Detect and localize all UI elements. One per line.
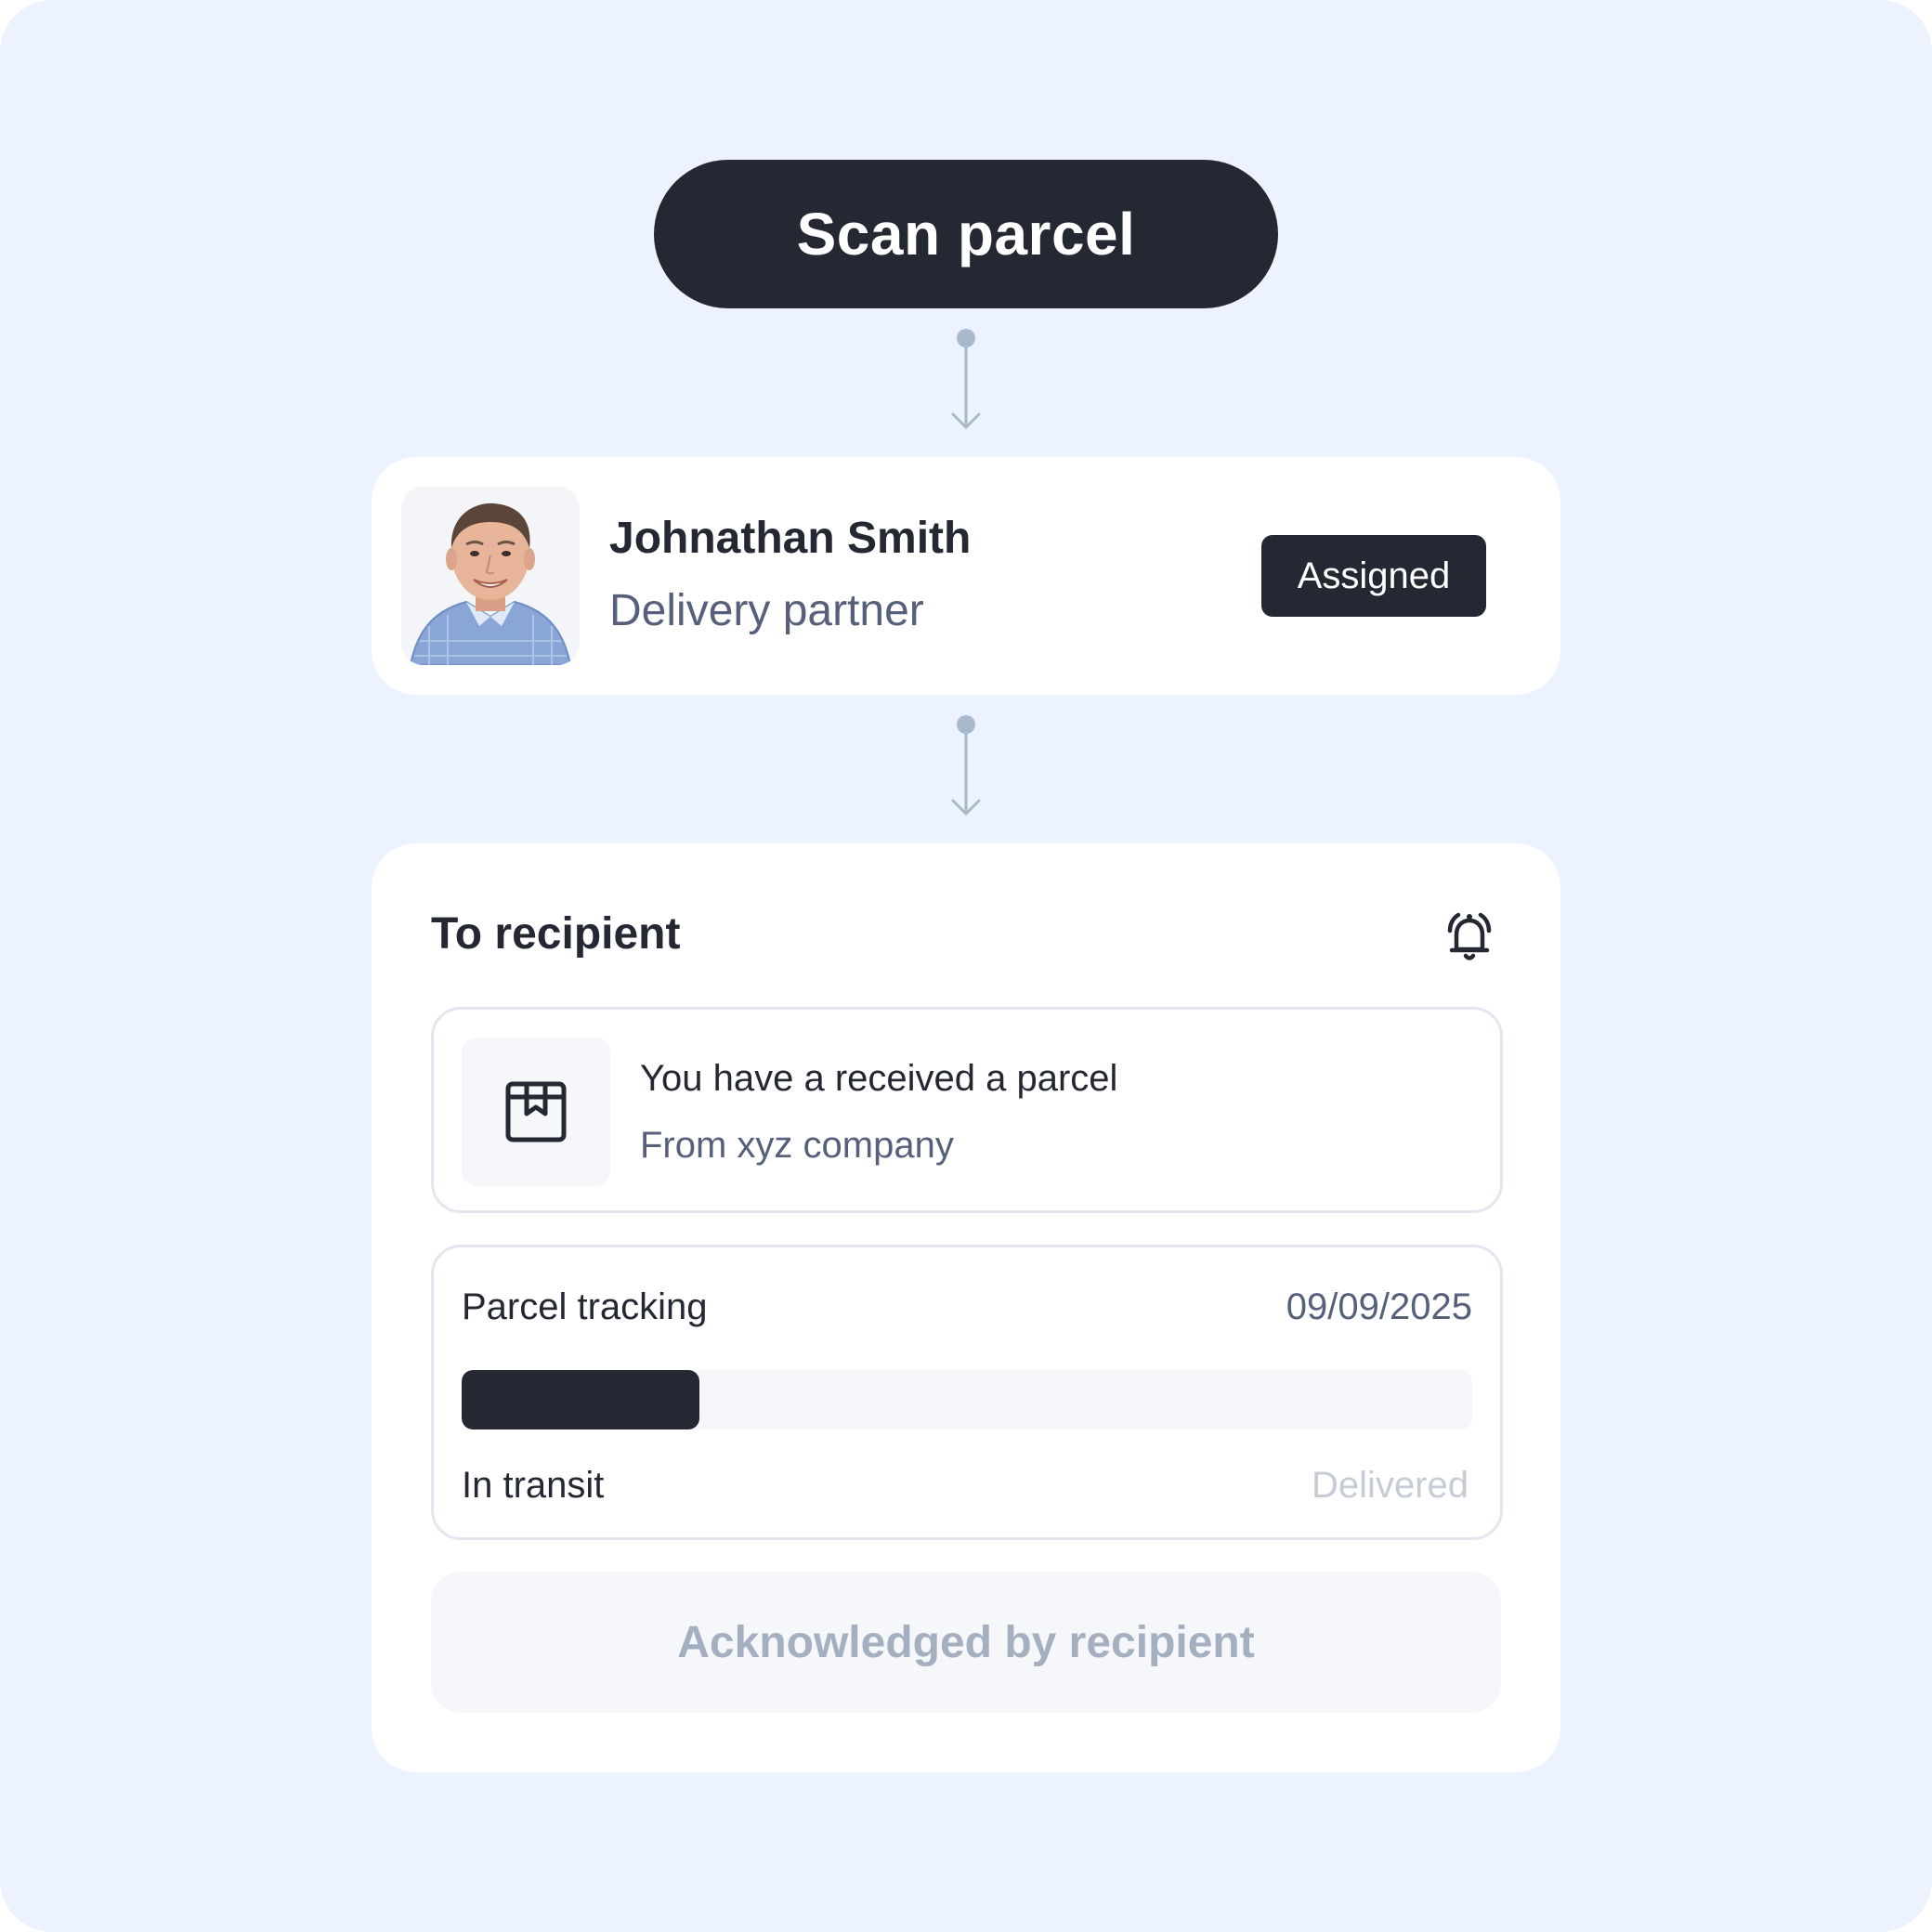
- acknowledged-button[interactable]: Acknowledged by recipient: [431, 1572, 1501, 1713]
- delivery-partner-card[interactable]: Johnathan Smith Delivery partner Assigne…: [372, 457, 1560, 695]
- flow-connector-arrow: [947, 713, 985, 817]
- parcel-tracking-panel: Parcel tracking 09/09/2025 In transit De…: [431, 1245, 1503, 1540]
- parcel-notice[interactable]: You have a received a parcel From xyz co…: [431, 1007, 1503, 1213]
- recipient-card: To recipient You have a received a parce…: [372, 843, 1560, 1772]
- avatar-photo: [401, 487, 580, 665]
- flow-connector-arrow: [947, 327, 985, 431]
- scan-parcel-button[interactable]: Scan parcel: [654, 160, 1278, 308]
- recipient-card-title: To recipient: [431, 909, 681, 959]
- tracking-label: Parcel tracking: [462, 1286, 708, 1327]
- notice-title: You have a received a parcel: [640, 1058, 1118, 1099]
- status-badge: Assigned: [1261, 535, 1486, 617]
- notice-subtitle: From xyz company: [640, 1125, 954, 1166]
- tracking-date: 09/09/2025: [1286, 1286, 1472, 1327]
- stage-current: In transit: [462, 1465, 605, 1506]
- tracking-progress-fill: [462, 1370, 699, 1429]
- avatar: [401, 487, 580, 665]
- tracking-progress-bar: [462, 1370, 1472, 1429]
- partner-name: Johnathan Smith: [609, 514, 972, 563]
- stage-final: Delivered: [1312, 1465, 1469, 1506]
- partner-role: Delivery partner: [609, 586, 924, 635]
- parcel-box-icon: [462, 1038, 610, 1186]
- bell-ringing-icon[interactable]: [1440, 903, 1499, 970]
